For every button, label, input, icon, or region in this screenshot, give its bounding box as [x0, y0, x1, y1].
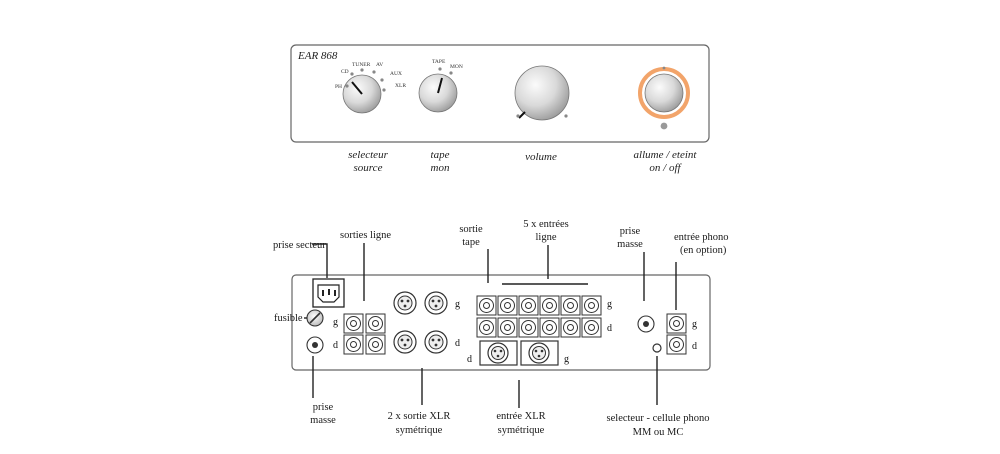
label-ground-top-1: prise [620, 226, 641, 237]
brand-label: EAR 868 [297, 50, 338, 62]
xlr-out-right-label: d [455, 338, 460, 349]
label-xlr-out-2: symétrique [396, 425, 443, 436]
rear-panel: g d g d g d [291, 274, 711, 371]
source-pos-xlr: XLR [395, 83, 406, 89]
tape-monitor-pointer [437, 77, 443, 94]
volume-pointer [518, 111, 526, 119]
source-selector[interactable]: PH CD TUNER AV AUX XLR [335, 62, 406, 114]
source-selector-pointer [351, 81, 363, 95]
source-pos-aux: AUX [390, 71, 402, 77]
ground-post-right[interactable] [637, 315, 655, 333]
xlr-in-left-label: g [564, 354, 569, 365]
volume-control[interactable] [514, 65, 570, 121]
label-fuse: fusible [274, 313, 303, 324]
label-mains-socket: prise secteur [273, 240, 326, 251]
source-pos-ph: PH [335, 84, 342, 90]
tape-pos-mon: MON [450, 64, 463, 70]
xlr-out-left-label: g [455, 299, 460, 310]
label-tape-out-2: tape [462, 237, 480, 248]
xlr-inputs[interactable] [479, 340, 559, 366]
power-control[interactable] [638, 66, 690, 130]
phono-left-label: g [692, 319, 697, 330]
label-line-outputs: sorties ligne [340, 230, 391, 241]
phono-inputs[interactable] [666, 313, 687, 355]
label-xlr-in-1: entrée XLR [496, 411, 545, 422]
source-pos-tuner: TUNER [352, 62, 371, 68]
power-led [660, 122, 668, 130]
label-cartridge-selector-1: selecteur - cellule phono [607, 413, 710, 424]
xlr-in-right-label: d [467, 354, 472, 365]
caption-volume: volume [525, 151, 557, 163]
power-knob[interactable] [644, 73, 684, 113]
label-xlr-in-2: symétrique [498, 425, 545, 436]
label-line-inputs-2: ligne [536, 232, 557, 243]
caption-tape-2: mon [431, 162, 450, 174]
tape-monitor-selector[interactable]: TAPE MON [418, 59, 463, 113]
caption-selector-1: selecteur [348, 149, 388, 161]
line-out-left-label: g [333, 317, 338, 328]
label-tape-out-1: sortie [459, 224, 483, 235]
caption-power-1: allume / eteint [634, 149, 698, 161]
rear-labels: prise secteur sorties ligne sortie tape … [273, 219, 729, 438]
caption-selector-2: source [354, 162, 383, 174]
fuse-holder[interactable] [306, 309, 324, 327]
leader-lines [304, 243, 677, 408]
rca-grid-left-label: g [607, 299, 612, 310]
label-ground-bottom-2: masse [310, 415, 336, 426]
line-outputs-rca[interactable] [343, 313, 386, 355]
label-phono-in-2: (en option) [680, 245, 727, 256]
source-pos-cd: CD [341, 69, 349, 75]
xlr-outputs[interactable] [393, 291, 448, 354]
label-xlr-out-1: 2 x sortie XLR [388, 411, 451, 422]
line-out-right-label: d [333, 340, 338, 351]
front-panel: EAR 868 PH CD TUNER AV AUX XLR TAPE MON [290, 44, 710, 174]
tape-pos-tape: TAPE [432, 59, 446, 65]
label-ground-top-2: masse [617, 239, 643, 250]
mains-socket[interactable] [312, 278, 345, 308]
ground-post-left[interactable] [306, 336, 324, 354]
label-cartridge-selector-2: MM ou MC [633, 427, 684, 438]
caption-tape-1: tape [431, 149, 450, 161]
label-phono-in-1: entrée phono [674, 232, 729, 243]
rca-input-grid[interactable] [476, 295, 602, 338]
front-panel-outline [290, 44, 710, 143]
caption-power-2: on / off [649, 162, 682, 174]
label-line-inputs-1: 5 x entrées [523, 219, 568, 230]
rca-grid-right-label: d [607, 323, 612, 334]
cartridge-selector[interactable] [652, 343, 662, 353]
label-ground-bottom-1: prise [313, 402, 334, 413]
volume-knob[interactable] [514, 65, 570, 121]
phono-right-label: d [692, 341, 697, 352]
source-pos-av: AV [376, 62, 383, 68]
